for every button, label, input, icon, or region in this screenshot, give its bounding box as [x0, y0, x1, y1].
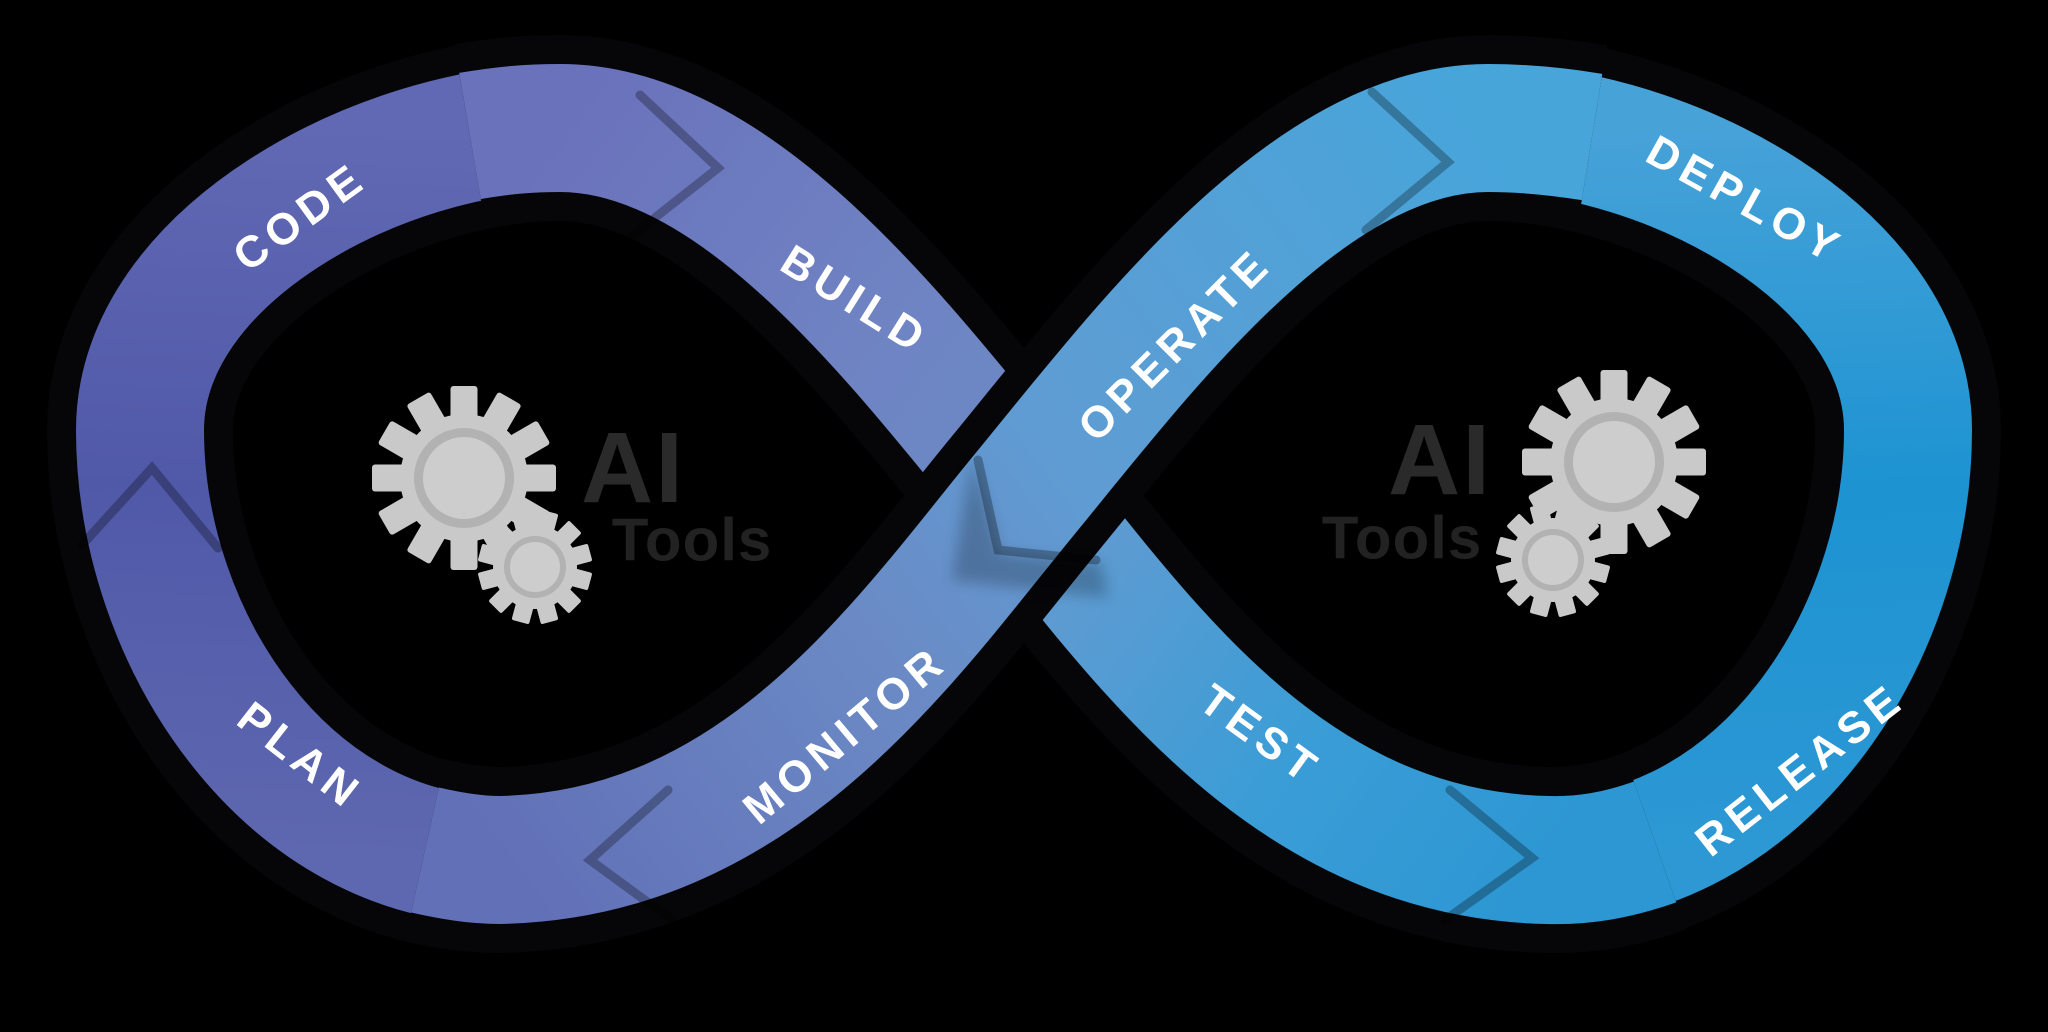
chevron-plan-code: [77, 461, 223, 553]
band-monitor-operate: [404, 34, 1607, 954]
loop-right-band: [1395, 35, 2002, 953]
center-fold-shadow: [952, 455, 1108, 598]
chevron-test-release: [1440, 785, 1540, 925]
chevron-code-build: [628, 90, 725, 240]
gear-small-icon: [478, 510, 592, 624]
emblem-right: AI Tools: [1322, 370, 1706, 617]
emblem-right-tools-text: Tools: [1322, 505, 1483, 572]
emblem-left: AI Tools: [372, 386, 773, 624]
emblem-left-ai-text: AI: [581, 412, 685, 524]
chevron-operate-deploy: [1361, 87, 1455, 235]
chevron-center-notch: [973, 455, 1101, 565]
chevron-monitor-plan: [582, 785, 677, 925]
emblem-left-tools-text: Tools: [612, 507, 773, 574]
segment-chevrons: [77, 87, 1540, 925]
loop-left-band: [46, 35, 653, 953]
gear-small-icon: [1496, 503, 1610, 617]
emblem-right-ai-text: AI: [1388, 404, 1492, 516]
